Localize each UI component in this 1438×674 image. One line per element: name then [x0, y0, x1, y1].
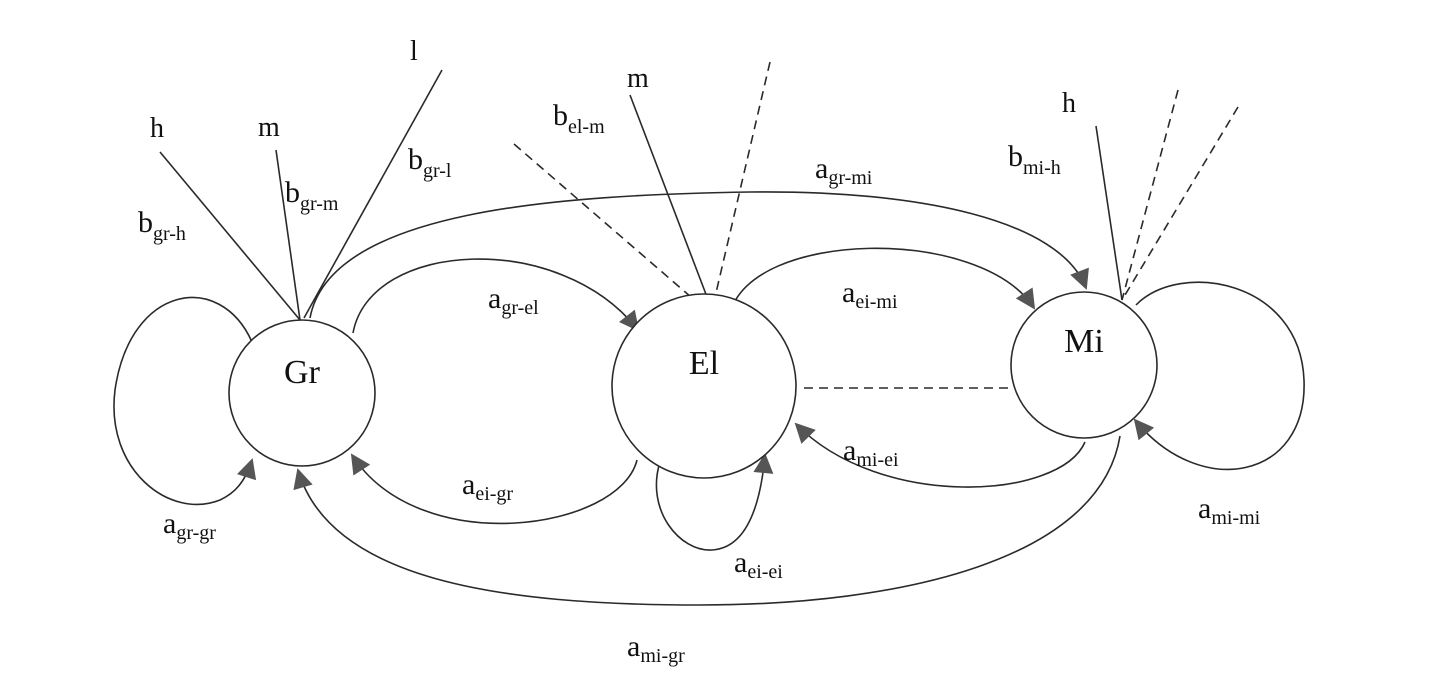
emission-line-el-dashed-right	[711, 61, 771, 311]
state-node-gr: Gr	[228, 319, 376, 467]
transition-label-a-gr-mi: agr-mi	[815, 152, 873, 189]
arc-ei-mi	[729, 247, 1036, 315]
emission-symbol-mi-h: h	[1062, 88, 1076, 119]
emission-label-b-gr-l: bgr-l	[408, 143, 452, 182]
arc-gr-el	[352, 258, 640, 334]
arc-gr-gr	[113, 296, 257, 506]
emission-symbol-gr-m: m	[258, 112, 280, 143]
emission-line-gr-h	[159, 151, 301, 321]
state-label-gr: Gr	[284, 354, 321, 391]
arc-mi-ei	[794, 422, 1086, 488]
state-node-el: El	[611, 293, 797, 479]
emission-symbol-gr-l: l	[410, 36, 418, 67]
emission-symbol-gr-h: h	[150, 113, 164, 144]
transition-label-a-ei-gr: aei-gr	[462, 468, 513, 505]
state-label-el: El	[689, 345, 719, 382]
emission-line-mi-dashed-1	[1121, 89, 1179, 301]
transition-label-a-gr-el: agr-el	[488, 282, 539, 319]
arc-ei-ei	[655, 453, 774, 551]
state-label-mi: Mi	[1064, 323, 1104, 360]
emission-label-b-gr-h: bgr-h	[138, 206, 186, 245]
arc-ei-gr	[350, 453, 638, 525]
transition-label-a-mi-mi: ami-mi	[1198, 492, 1261, 529]
emission-line-mi-h	[1095, 125, 1123, 301]
arc-mi-gr	[293, 435, 1121, 606]
emission-label-b-el-m: bel-m	[553, 99, 605, 138]
emission-label-b-mi-h: bmi-h	[1008, 140, 1061, 179]
emission-line-gr-m	[275, 149, 301, 321]
emission-symbol-el-m: m	[627, 63, 649, 94]
arc-gr-mi	[309, 191, 1089, 319]
transition-label-a-ei-mi: aei-mi	[842, 276, 898, 313]
transition-label-a-gr-gr: agr-gr	[163, 507, 216, 544]
transition-label-a-ei-ei: aei-ei	[734, 546, 783, 583]
arc-mi-mi	[1133, 281, 1305, 470]
emission-line-mi-dashed-2	[1121, 106, 1239, 301]
transition-label-a-mi-ei: ami-ei	[843, 434, 899, 471]
state-node-mi: Mi	[1010, 291, 1158, 439]
transition-label-a-mi-gr: ami-gr	[627, 630, 685, 667]
emission-label-b-gr-m: bgr-m	[285, 176, 339, 215]
emission-line-el-dashed-left	[513, 143, 707, 311]
emission-line-gr-l	[303, 69, 443, 319]
emission-line-el-m	[629, 94, 713, 311]
